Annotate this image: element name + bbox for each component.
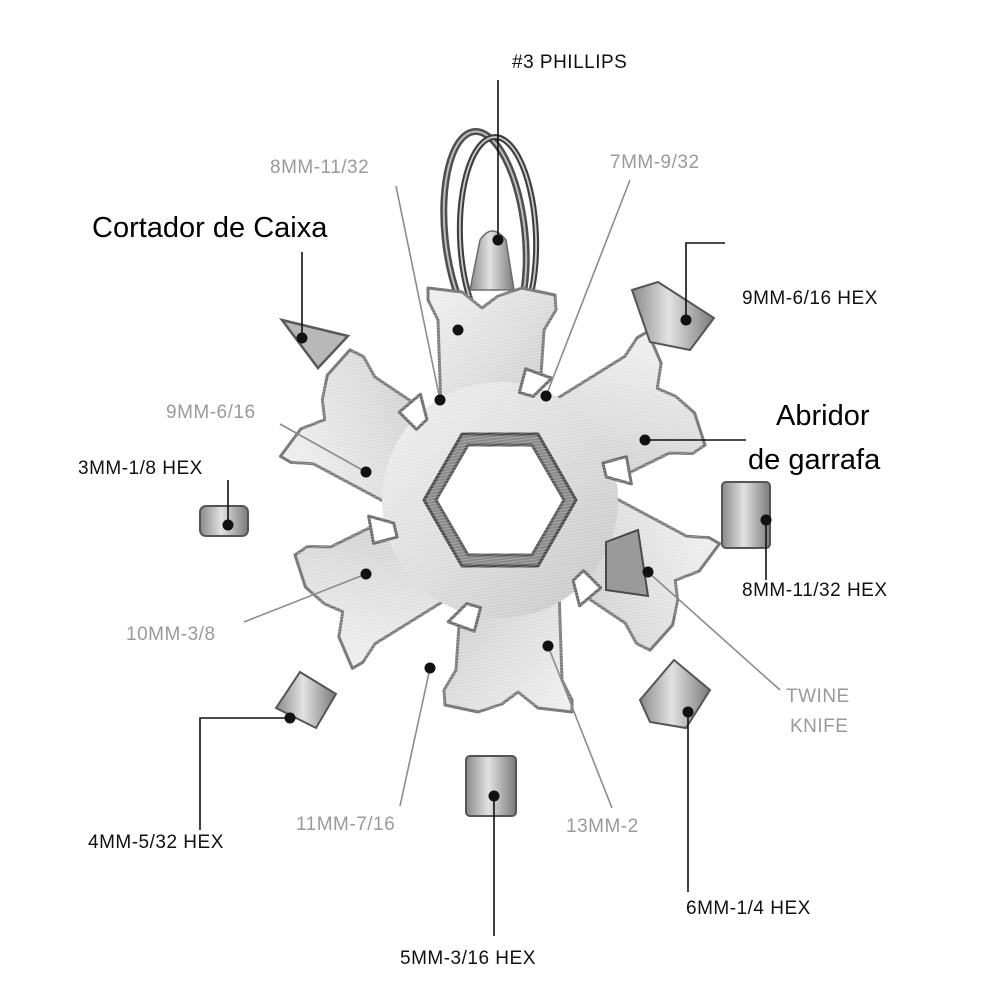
label-10mm-3-8: 10MM-3/8 [126, 624, 216, 645]
box-cutter-blade [278, 317, 351, 370]
label-phillips: #3 PHILLIPS [512, 52, 628, 73]
label-hex-5mm: 5MM-3/16 HEX [400, 948, 536, 969]
label-bottle-opener-line2: de garrafa [748, 444, 881, 476]
label-twine-knife-line2: KNIFE [790, 716, 849, 737]
label-hex-6mm: 6MM-1/4 HEX [686, 898, 811, 919]
twine-knife-blade [605, 528, 650, 598]
snowflake-body [278, 286, 722, 714]
leader-lines-dark [199, 80, 767, 936]
label-hex-9mm: 9MM-6/16 HEX [742, 288, 878, 309]
endpoint-dots [222, 234, 772, 802]
phillips-tip [469, 230, 515, 291]
label-9mm-6-16: 9MM-6/16 [166, 402, 256, 423]
hex-bits [199, 280, 771, 817]
hex-bit-8mm [721, 481, 771, 549]
hex-bit-9mm [630, 280, 716, 352]
label-8mm-11-32: 8MM-11/32 [270, 157, 370, 178]
label-box-cutter: Cortador de Caixa [92, 212, 328, 244]
label-13mm-2: 13MM-2 [566, 816, 639, 837]
label-hex-3mm: 3MM-1/8 HEX [78, 458, 203, 479]
label-11mm-7-16: 11MM-7/16 [296, 814, 396, 835]
hex-bit-5mm [465, 755, 517, 817]
label-twine-knife-line1: TWINE [786, 686, 850, 707]
hex-bit-3mm [199, 505, 249, 537]
label-bottle-opener-line1: Abridor [776, 400, 870, 432]
hex-bit-6mm [638, 658, 712, 730]
label-7mm-9-32: 7MM-9/32 [610, 152, 700, 173]
leader-lines-grey [243, 179, 781, 809]
label-hex-4mm: 4MM-5/32 HEX [88, 832, 224, 853]
label-hex-8mm: 8MM-11/32 HEX [742, 580, 888, 601]
